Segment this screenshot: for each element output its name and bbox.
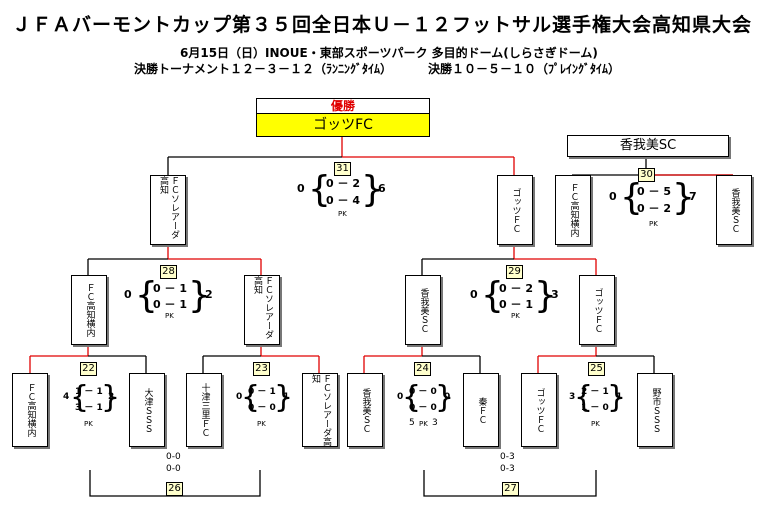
team-box: ＦＣソレアーダ高知 <box>244 275 280 345</box>
match-number: 31 <box>334 162 351 176</box>
event-info: 6月15日（日）INOUE・東部スポーツパーク 多目的ドーム(しらさぎドーム) <box>180 46 598 60</box>
pk-label: PK <box>649 220 658 228</box>
match-number: 22 <box>80 362 97 376</box>
brace-left: { <box>481 275 504 316</box>
pk-label: PK <box>419 420 428 428</box>
team-box: 香我美ＳＣ <box>716 175 752 245</box>
score-left-total: 0 <box>236 392 243 402</box>
brace-right: } <box>672 177 695 218</box>
score-half-1: 0 － 1 <box>248 387 276 397</box>
match-number: 26 <box>166 482 183 496</box>
score-right-total: 3 <box>551 288 559 301</box>
pk-label: PK <box>591 420 600 428</box>
score-half-1: 0 － 1 <box>153 282 187 295</box>
score-right-total: 7 <box>689 190 697 203</box>
score-left-total: 0 <box>297 182 305 195</box>
score-half-2: 3 － 1 <box>75 403 103 413</box>
match-number: 28 <box>160 265 177 279</box>
brace-left: { <box>135 275 158 316</box>
pk-label: PK <box>257 420 266 428</box>
match-number: 30 <box>638 168 655 182</box>
score-left-total: 3 <box>569 392 576 402</box>
team-box: ＦＣソレアーダ高知 <box>150 175 186 245</box>
score-half-2: 0 － 1 <box>499 298 533 311</box>
team-box: 野市ＳＳＳ <box>637 373 673 447</box>
pk-score-left: 5 <box>409 418 415 428</box>
third-place-team: 香我美SC <box>567 135 729 157</box>
score-half-2: 0 － 4 <box>326 194 360 207</box>
score-half-2: 0 － 2 <box>637 202 671 215</box>
score-right-total: 2 <box>205 288 213 301</box>
team-box: ＦＣ高知横内 <box>555 175 591 245</box>
placement-score-2: 0-0 <box>166 464 181 474</box>
tournament-format: 決勝トーナメント１２－３－１２（ﾗﾝﾆﾝｸﾞﾀｲﾑ） <box>134 62 393 76</box>
team-box: 香我美ＳＣ <box>347 373 383 447</box>
brace-left: { <box>308 169 331 210</box>
score-half-2: 0 － 1 <box>153 298 187 311</box>
pk-label: PK <box>338 210 347 218</box>
champion-name: ゴッツFC <box>256 113 430 137</box>
team-box: ゴッツＦＣ <box>521 373 557 447</box>
brace-right: } <box>607 380 627 415</box>
match-number: 25 <box>588 362 605 376</box>
match-number: 23 <box>253 362 270 376</box>
team-box: ＦＣソレアーダ高知 <box>302 373 338 447</box>
brace-right: } <box>188 275 211 316</box>
champion-label: 優勝 <box>256 98 430 114</box>
match-number: 24 <box>414 362 431 376</box>
score-right-total: 1 <box>283 392 290 402</box>
score-left-total: 0 <box>470 288 478 301</box>
team-box: ゴッツＦＣ <box>497 175 533 245</box>
brace-left: { <box>241 380 261 415</box>
score-left-total: 4 <box>63 392 70 402</box>
pk-label: PK <box>511 312 520 320</box>
score-left-total: 0 <box>397 392 404 402</box>
match-number: 27 <box>502 482 519 496</box>
team-box: 大津ＳＳＳ <box>129 373 165 447</box>
team-box: ゴッツＦＣ <box>579 275 615 345</box>
score-half-1: 2 － 1 <box>581 387 609 397</box>
pk-score-right: 3 <box>432 418 438 428</box>
match-number: 29 <box>506 265 523 279</box>
score-half-1: 0 － 0 <box>409 387 437 397</box>
score-half-2: 1 － 0 <box>581 403 609 413</box>
score-half-1: 0 － 5 <box>637 185 671 198</box>
brace-right: } <box>534 275 557 316</box>
team-box: ＦＣ高知横内 <box>12 373 48 447</box>
pk-label: PK <box>165 312 174 320</box>
page-title: ＪＦＡバーモントカップ第３５回全日本Ｕ－１２フットサル選手権大会高知県大会 <box>11 14 752 36</box>
team-box: 秦ＦＣ <box>463 373 499 447</box>
score-left-total: 0 <box>124 288 132 301</box>
brace-right: } <box>361 169 384 210</box>
score-right-total: 0 <box>444 392 451 402</box>
placement-score-2: 0-3 <box>500 464 515 474</box>
placement-score-1: 0-3 <box>500 452 515 462</box>
pk-label: PK <box>84 420 93 428</box>
score-right-total: 6 <box>378 182 386 195</box>
team-box: 香我美ＳＣ <box>405 275 441 345</box>
score-left-total: 0 <box>609 190 617 203</box>
final-format: 決勝１０－５－１０（ﾌﾟﾚｲﾝｸﾞﾀｲﾑ） <box>428 62 621 76</box>
score-half-1: 1 － 1 <box>75 387 103 397</box>
brace-right: } <box>101 380 121 415</box>
team-box: 十津三里ＦＣ <box>186 373 222 447</box>
team-box: ＦＣ高知横内 <box>71 275 107 345</box>
score-half-2: 0 － 0 <box>409 403 437 413</box>
brace-left: { <box>70 380 90 415</box>
score-right-total: 1 <box>616 392 623 402</box>
brace-left: { <box>402 380 422 415</box>
score-half-2: 0 － 0 <box>248 403 276 413</box>
score-right-total: 2 <box>108 392 115 402</box>
brace-left: { <box>620 177 643 218</box>
score-half-1: 0 － 2 <box>499 282 533 295</box>
brace-right: } <box>435 380 455 415</box>
brace-left: { <box>574 380 594 415</box>
score-half-1: 0 － 2 <box>326 177 360 190</box>
placement-score-1: 0-0 <box>166 452 181 462</box>
brace-right: } <box>274 380 294 415</box>
